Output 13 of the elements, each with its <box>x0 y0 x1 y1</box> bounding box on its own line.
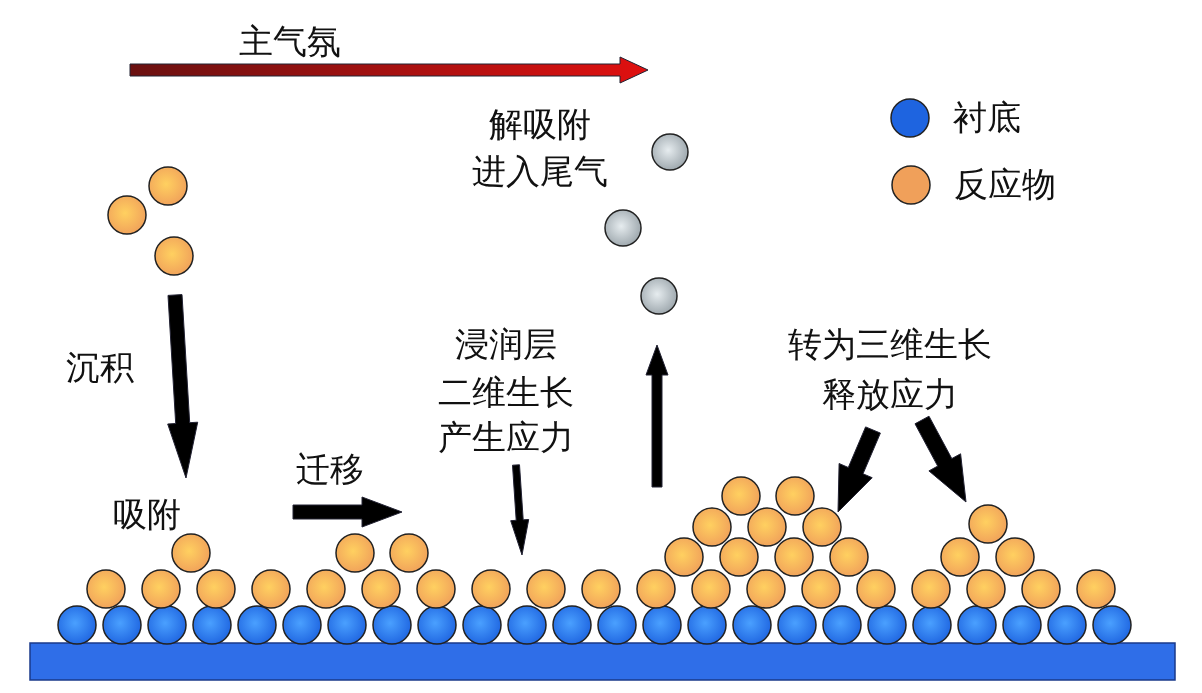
legend-label: 反应物 <box>954 165 1056 205</box>
process-label: 二维生长 <box>438 373 574 413</box>
process-label: 迁移 <box>296 450 364 490</box>
process-label: 浸润层 <box>455 325 557 365</box>
process-label: 沉积 <box>66 348 134 388</box>
process-label: 解吸附 <box>489 105 591 145</box>
flow-label: 主气氛 <box>239 22 341 62</box>
process-label: 产生应力 <box>438 418 574 458</box>
process-label: 释放应力 <box>822 375 958 415</box>
legend-label: 衬底 <box>953 98 1021 138</box>
process-label: 进入尾气 <box>472 152 608 192</box>
process-label: 转为三维生长 <box>788 325 992 365</box>
process-label: 吸附 <box>113 495 181 535</box>
